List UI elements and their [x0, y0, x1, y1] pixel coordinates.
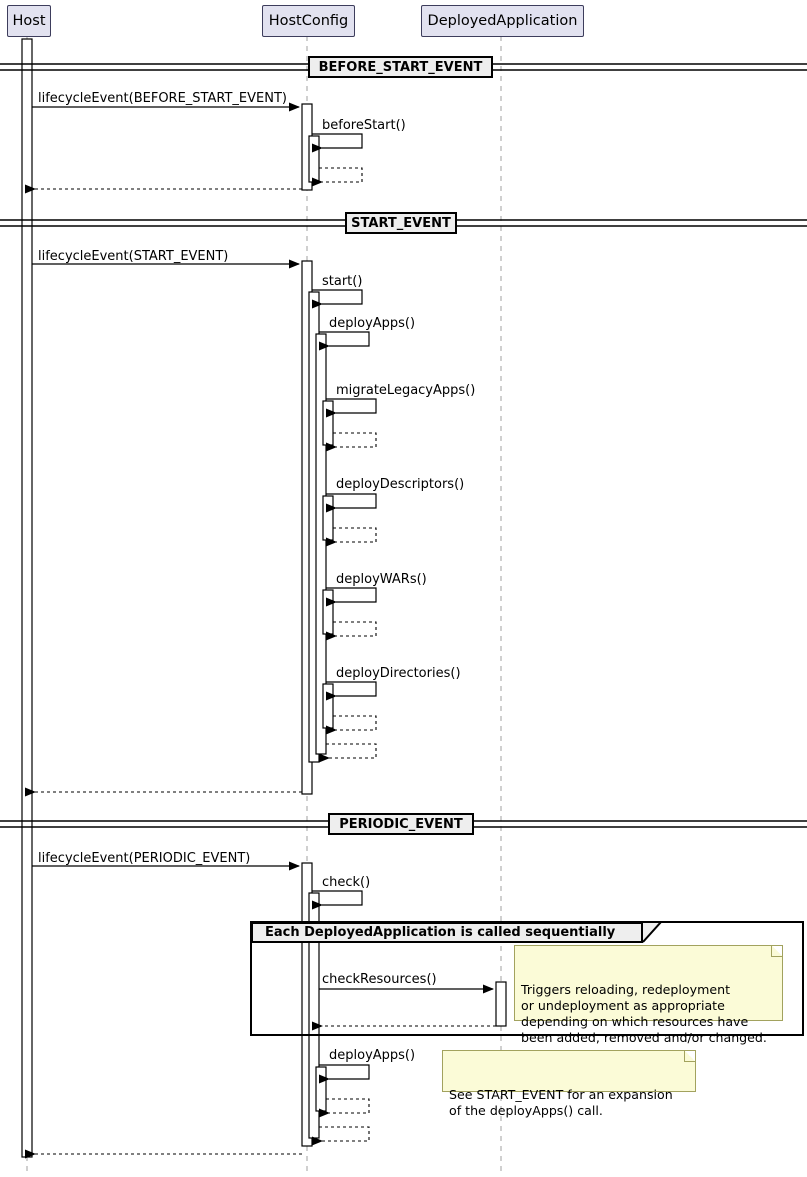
divider-before-start-event-label: BEFORE_START_EVENT	[318, 59, 483, 75]
arrow-deployWARs-return	[326, 621, 377, 641]
participant-hostconfig-label: HostConfig	[268, 13, 349, 29]
divider-before-start-event: BEFORE_START_EVENT	[308, 56, 493, 78]
message-label-deployDirectories: deployDirectories()	[336, 666, 461, 681]
message-label-checkResources: checkResources()	[322, 972, 437, 987]
arrow-check-periodic-return	[312, 1126, 370, 1146]
arrow-deployApps-self	[319, 331, 370, 351]
note-deployapps: See START_EVENT for an expansion of the …	[442, 1050, 696, 1118]
arrow-check-self	[312, 890, 363, 910]
arrow-deployDescriptors-self	[326, 493, 377, 513]
arrow-migrateLegacyApps-return	[326, 432, 377, 452]
activation-bars	[21, 38, 507, 1158]
loop-frame-header-label: Each DeployedApplication is called seque…	[265, 925, 616, 940]
message-label-check: check()	[322, 875, 371, 890]
arrow-beforeStart-return	[312, 167, 363, 187]
activation-hostconfig-beforestart-nested	[308, 135, 320, 183]
divider-start-event: START_EVENT	[345, 212, 457, 234]
activation-hostconfig-migrate	[322, 400, 334, 446]
note-checkresources: Triggers reloading, redeployment or unde…	[514, 945, 783, 1045]
note-fold-corner-icon	[771, 946, 782, 957]
messages-vector	[25, 102, 496, 1159]
participant-hostconfig[interactable]: HostConfig	[262, 5, 355, 37]
activation-host	[21, 38, 33, 1158]
arrow-deployApps-periodic-return	[319, 1098, 370, 1118]
activation-hostconfig-wars	[322, 589, 334, 635]
message-label-lifecycleEvent-start: lifecycleEvent(START_EVENT)	[38, 249, 229, 264]
divider-periodic-event-label: PERIODIC_EVENT	[339, 816, 463, 832]
arrow-start-self	[312, 289, 363, 309]
arrow-migrateLegacyApps-self	[326, 398, 377, 418]
message-label-migrateLegacyApps: migrateLegacyApps()	[336, 383, 476, 398]
message-label-start: start()	[322, 274, 363, 289]
activation-deployedapp-checkresources	[495, 981, 507, 1027]
message-label-lifecycleEvent-periodic: lifecycleEvent(PERIODIC_EVENT)	[38, 851, 251, 866]
activation-hostconfig-descriptors	[322, 495, 334, 541]
activation-hostconfig-deployapps-periodic	[315, 1066, 327, 1112]
note-fold-corner-icon	[684, 1051, 695, 1062]
message-label-beforeStart: beforeStart()	[322, 118, 406, 133]
participant-deployedapplication-label: DeployedApplication	[427, 13, 578, 29]
note-checkresources-text: Triggers reloading, redeployment or unde…	[521, 982, 767, 1046]
arrow-deployDirectories-self	[326, 681, 377, 701]
message-label-deployApps: deployApps()	[329, 316, 416, 331]
arrow-deployDescriptors-return	[326, 527, 377, 547]
arrow-beforeStart-self	[312, 133, 363, 153]
lifelines	[26, 36, 502, 1172]
message-label-lifecycleEvent-before-start: lifecycleEvent(BEFORE_START_EVENT)	[38, 91, 287, 106]
arrow-deployDirectories-return	[326, 715, 377, 735]
participant-deployedapplication[interactable]: DeployedApplication	[421, 5, 584, 37]
message-label-deployWARs: deployWARs()	[336, 572, 427, 587]
arrow-deployApps-periodic-self	[319, 1064, 370, 1084]
arrow-deployWARs-self	[326, 587, 377, 607]
arrow-deployApps-return	[319, 743, 377, 763]
divider-periodic-event: PERIODIC_EVENT	[328, 813, 474, 835]
loop-frame-header: Each DeployedApplication is called seque…	[251, 922, 643, 943]
message-label-deployDescriptors: deployDescriptors()	[336, 477, 465, 492]
participant-host[interactable]: Host	[7, 5, 51, 37]
participant-host-label: Host	[12, 13, 46, 29]
divider-start-event-label: START_EVENT	[351, 215, 451, 231]
divider-rules	[0, 63, 807, 828]
message-label-deployApps-periodic: deployApps()	[329, 1048, 416, 1063]
note-deployapps-text: See START_EVENT for an expansion of the …	[449, 1087, 673, 1119]
activation-hostconfig-directories	[322, 683, 334, 729]
loop-frame-header-notch	[643, 922, 663, 943]
